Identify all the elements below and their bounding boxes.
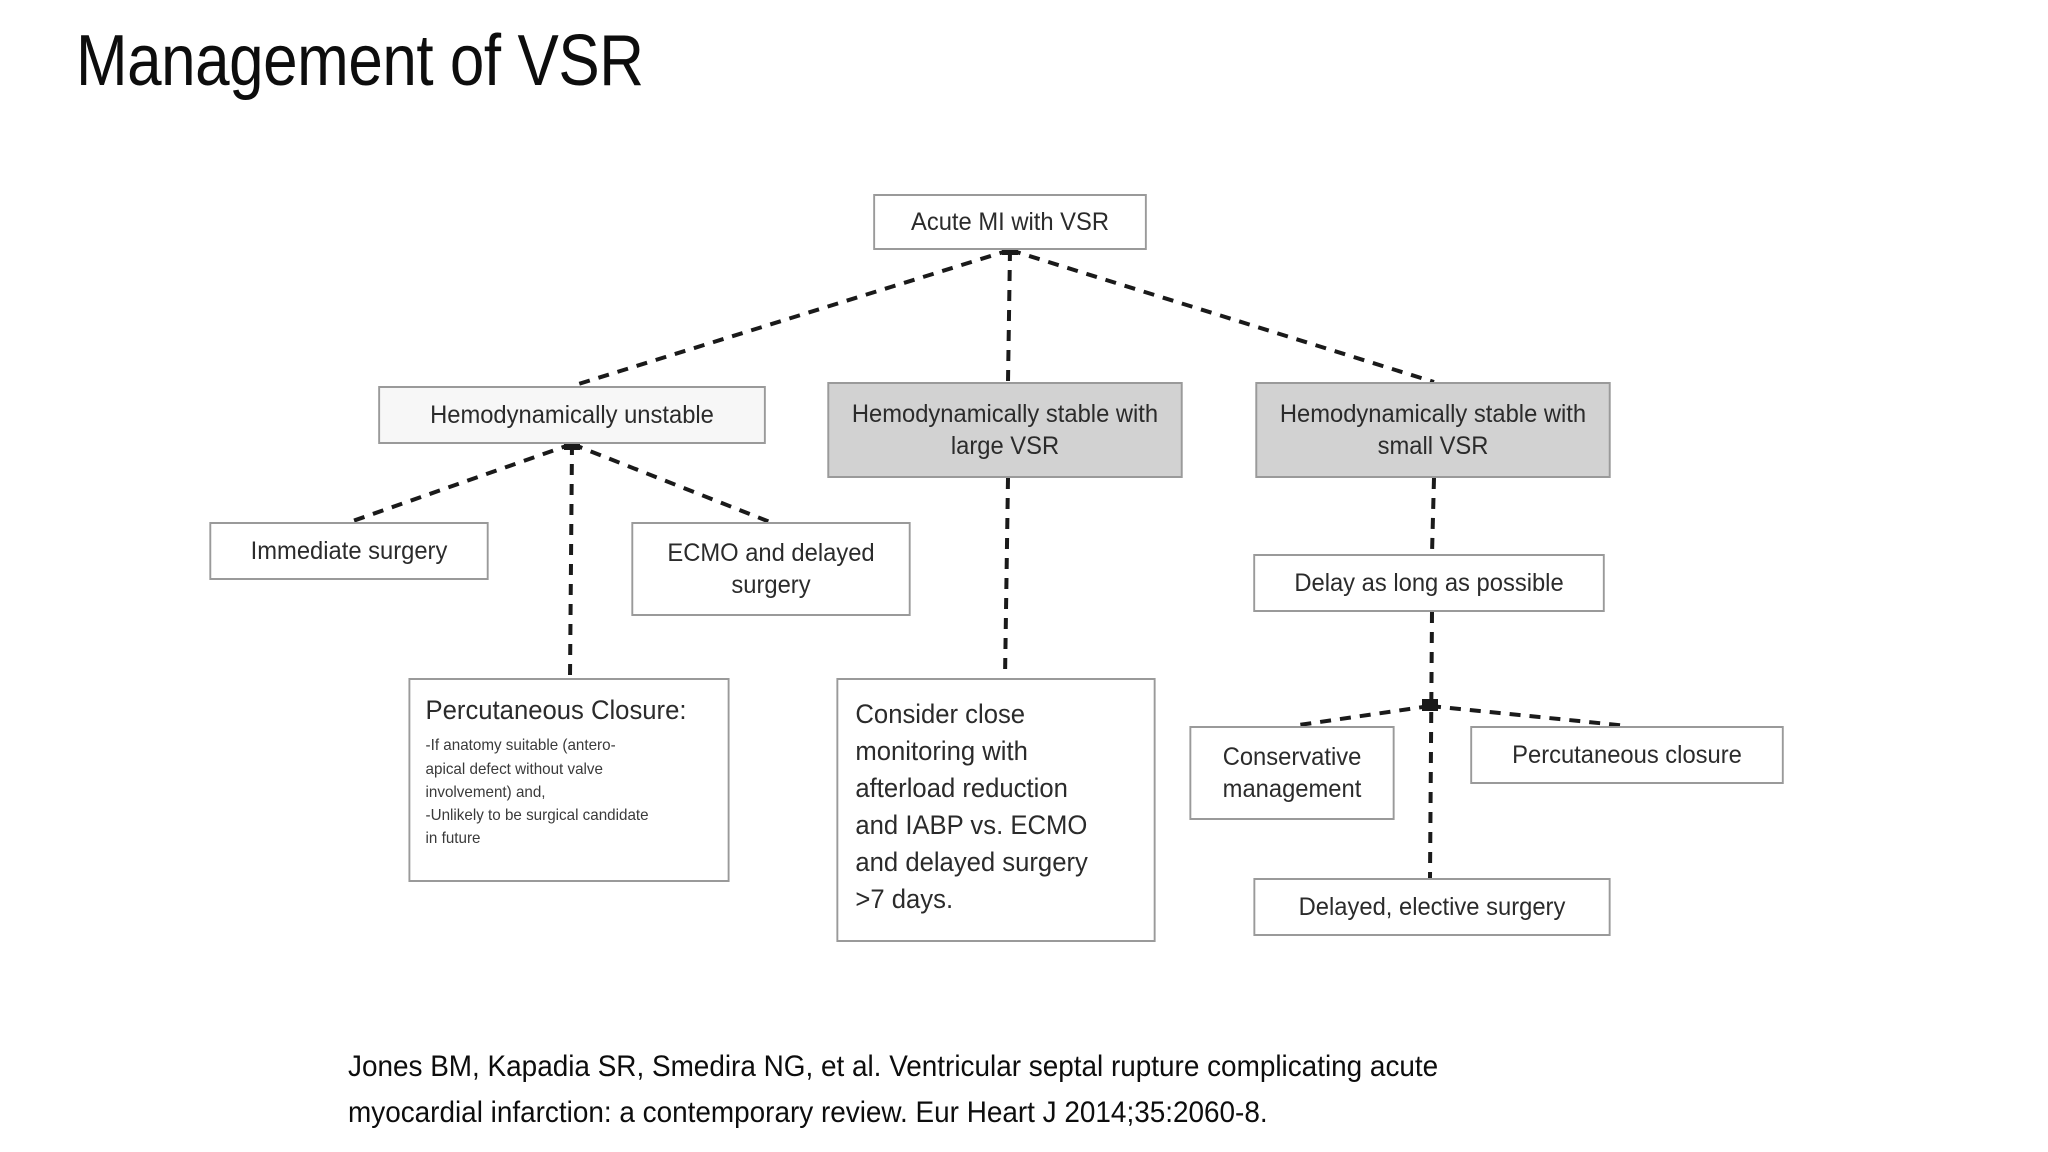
consider-monitoring-line: afterload reduction [855, 772, 1068, 803]
flow-node-ecmo-and-delayed-surgery[interactable]: ECMO and delayed surgery [631, 522, 911, 616]
connector-stable-large-to-consider [1003, 477, 1010, 679]
percutaneous-closure-detail-line: in future [425, 830, 481, 848]
connector-root-to-stable-large [1006, 249, 1012, 383]
flow-node-hemodynamically-unstable[interactable]: Hemodynamically unstable [378, 386, 766, 444]
connector-unstable-to-ecmo [571, 442, 771, 524]
connector-unstable-to-perc-detail [568, 443, 574, 679]
flow-node-percutaneous-closure[interactable]: Percutaneous closure [1470, 726, 1784, 784]
flow-node-immediate-surgery[interactable]: Immediate surgery [209, 522, 489, 580]
consider-monitoring-line: monitoring with [855, 735, 1028, 766]
consider-monitoring-line: Consider close [855, 699, 1026, 729]
citation-line-1: Jones BM, Kapadia SR, Smedira NG, et al.… [348, 1050, 1439, 1083]
flow-node-percutaneous-closure-criteria[interactable]: Percutaneous Closure: -If anatomy suitab… [408, 678, 730, 882]
connector-root-to-stable-small [1009, 248, 1435, 384]
consider-monitoring-line: and delayed surgery [855, 846, 1088, 877]
flow-node-hemodynamically-stable-small-vsr[interactable]: Hemodynamically stable with small VSR [1255, 382, 1611, 478]
vsr-management-flowchart: Acute MI with VSR Hemodynamically unstab… [0, 150, 2048, 990]
connector-stable-small-to-delay [1430, 477, 1436, 555]
connector-delay-to-perc-closure [1429, 704, 1629, 728]
percutaneous-closure-detail-line: involvement) and, [425, 783, 546, 801]
connector-delay-to-conservative [1291, 704, 1431, 728]
flowchart-connectors [349, 243, 1629, 879]
citation-line-2: myocardial infarction: a contemporary re… [348, 1095, 1268, 1129]
flow-node-conservative-management[interactable]: Conservative management [1189, 726, 1395, 820]
percutaneous-closure-heading: Percutaneous Closure: [425, 695, 687, 725]
flow-node-hemodynamically-stable-large-vsr[interactable]: Hemodynamically stable with large VSR [827, 382, 1183, 478]
citation-text: Jones BM, Kapadia SR, Smedira NG, et al.… [348, 1044, 1669, 1135]
connector-root-to-unstable [571, 248, 1011, 388]
consider-monitoring-line: and IABP vs. ECMO [855, 809, 1088, 840]
percutaneous-closure-detail-line: -If anatomy suitable (antero- [425, 737, 616, 755]
flow-node-consider-close-monitoring[interactable]: Consider close monitoring with afterload… [836, 678, 1156, 942]
connector-unstable-to-immediate [349, 442, 573, 524]
flow-node-acute-mi-with-vsr[interactable]: Acute MI with VSR [873, 194, 1147, 250]
percutaneous-closure-detail-line: apical defect without valve [425, 760, 603, 778]
flow-node-delayed-elective-surgery[interactable]: Delayed, elective surgery [1253, 878, 1611, 936]
flow-node-delay-as-long-as-possible[interactable]: Delay as long as possible [1253, 554, 1605, 612]
page-title: Management of VSR [76, 21, 644, 101]
percutaneous-closure-detail-line: -Unlikely to be surgical candidate [425, 806, 649, 824]
consider-monitoring-line: >7 days. [855, 883, 954, 914]
connector-delay-to-delayed-elective [1428, 611, 1434, 879]
